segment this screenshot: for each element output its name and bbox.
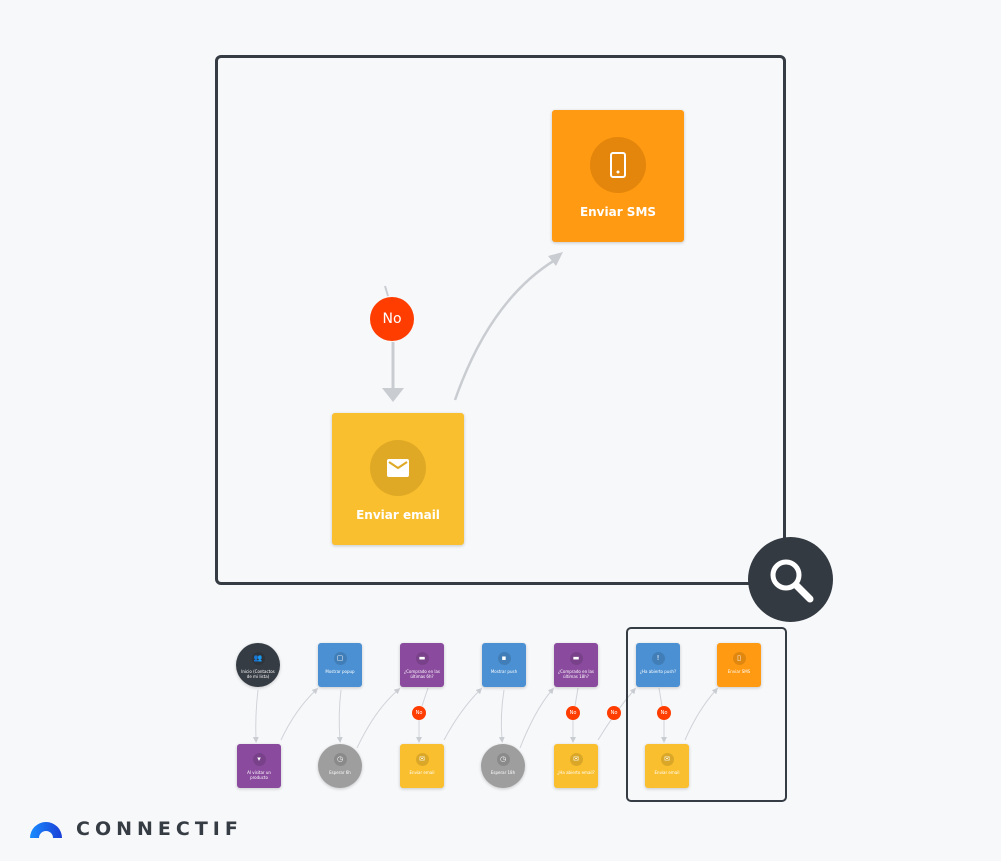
minimap-node-label: Inicio (Contactos de mi lista)	[241, 669, 275, 679]
no-badge: No	[566, 706, 580, 720]
zoom-viewport	[215, 55, 786, 585]
phone-icon: ▯	[732, 652, 746, 665]
node-label: Enviar email	[356, 508, 440, 522]
minimap-node-label: Enviar SMS	[727, 669, 751, 674]
brand-name: CONNECTIF	[76, 818, 243, 840]
minimap-node-label: Mostrar popup	[325, 669, 355, 674]
card-icon: ▬	[415, 652, 429, 665]
minimap-node-label: Enviar email	[654, 770, 680, 775]
no-badge: No	[412, 706, 426, 720]
minimap-node[interactable]: ✉ Enviar email	[645, 744, 689, 788]
minimap-node-label: ¿Ha abierto push?	[639, 669, 677, 674]
node-label: Enviar SMS	[579, 205, 657, 219]
chat-icon: ▪	[497, 652, 511, 665]
minimap-node[interactable]: ▬ ¿Comprado en las últimas 18h?	[554, 643, 598, 687]
minimap-node-label: ¿Ha abierto email?	[557, 770, 595, 775]
no-badge: No	[607, 706, 621, 720]
minimap-node[interactable]: ▢ Mostrar popup	[318, 643, 362, 687]
envelope-icon: ✉	[415, 753, 429, 766]
envelope-icon	[370, 440, 426, 496]
popup-icon: ▢	[333, 652, 347, 665]
logo-arc-icon	[30, 822, 62, 838]
push-icon: !	[651, 652, 665, 665]
minimap-node-label: ¿Comprado en las últimas 18h?	[557, 669, 595, 679]
connectif-logo: CONNECTIF	[30, 818, 243, 840]
node-enviar-sms[interactable]: Enviar SMS	[552, 110, 684, 242]
contacts-icon: 👥	[251, 652, 265, 665]
minimap-node[interactable]: ◷ Esperar 6h	[318, 744, 362, 788]
minimap-node[interactable]: ▾ Al visitar un producto	[237, 744, 281, 788]
card-icon: ▬	[569, 652, 583, 665]
clock-icon: ◷	[333, 753, 347, 766]
minimap-node-label: Enviar email	[409, 770, 435, 775]
no-badge: No	[657, 706, 671, 720]
minimap-node[interactable]: ◷ Esperar 18h	[481, 744, 525, 788]
clock-icon: ◷	[496, 753, 510, 766]
minimap-node[interactable]: ▪ Mostrar push	[482, 643, 526, 687]
minimap-node[interactable]: ▬ ¿Comprado en las últimas 6h?	[400, 643, 444, 687]
minimap-node-label: Mostrar push	[490, 669, 518, 674]
minimap-node[interactable]: 👥 Inicio (Contactos de mi lista)	[236, 643, 280, 687]
node-enviar-email[interactable]: Enviar email	[332, 413, 464, 545]
minimap-node-label: ¿Comprado en las últimas 6h?	[403, 669, 441, 679]
magnifier-icon	[770, 559, 813, 602]
zoom-toggle-button[interactable]	[748, 537, 833, 622]
minimap-node[interactable]: ! ¿Ha abierto push?	[636, 643, 680, 687]
minimap-node-label: Esperar 18h	[490, 770, 516, 775]
no-badge: No	[370, 297, 414, 341]
minimap-node[interactable]: ▯ Enviar SMS	[717, 643, 761, 687]
envelope-icon: ✉	[660, 753, 674, 766]
minimap-node[interactable]: ✉ Enviar email	[400, 744, 444, 788]
phone-icon	[590, 137, 646, 193]
basket-icon: ▾	[252, 753, 266, 766]
minimap-node-label: Al visitar un producto	[247, 770, 271, 780]
open-envelope-icon: ✉	[569, 753, 583, 766]
minimap-node[interactable]: ✉ ¿Ha abierto email?	[554, 744, 598, 788]
minimap-node-label: Esperar 6h	[329, 770, 351, 775]
minimap-viewport-frame[interactable]	[626, 627, 787, 802]
